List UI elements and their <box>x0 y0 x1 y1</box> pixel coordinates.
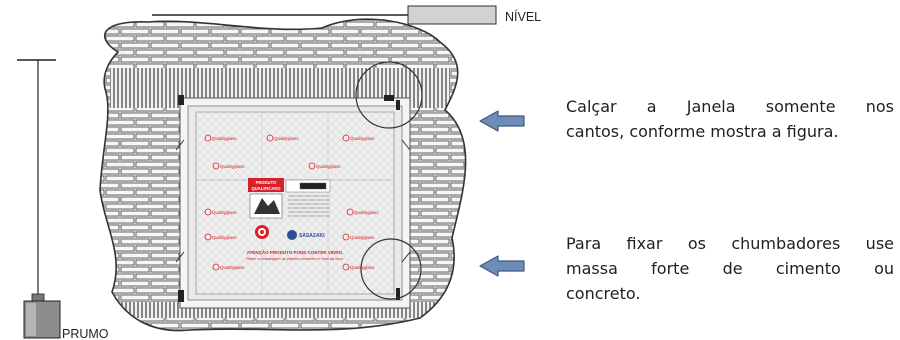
glass-warning-line1: ATENÇÃO PRODUTO PODE CONTER VIDRO. <box>247 249 344 255</box>
level-indicator: NÍVEL <box>152 5 541 25</box>
svg-text:PRODUTO: PRODUTO <box>256 180 278 185</box>
note-shim-line-1: Calçar a Janela somente nos <box>566 97 894 116</box>
anchor-strokes <box>175 139 411 263</box>
quality-seal <box>255 225 269 239</box>
svg-text:Qualityglass: Qualityglass <box>274 136 299 141</box>
svg-text:Qualityglass: Qualityglass <box>220 164 245 169</box>
plumb-weight-cap <box>31 293 45 302</box>
bottom-corner-callout <box>360 238 422 300</box>
svg-text:Qualityglass: Qualityglass <box>212 210 237 215</box>
brand-logo: SASAZAKI <box>287 230 325 240</box>
note-anchor-line-2: massa forte de cimento ou <box>566 259 894 278</box>
svg-text:Qualityglass: Qualityglass <box>212 235 237 240</box>
arrow-left-icon-bottom <box>479 255 525 277</box>
level-bar <box>407 5 497 25</box>
svg-text:Qualityglass: Qualityglass <box>354 210 379 215</box>
spec-table <box>285 179 331 217</box>
top-corner-callout <box>355 61 423 129</box>
svg-text:Qualityglass: Qualityglass <box>220 265 245 270</box>
product-badge: PRODUTO QUALIFICADO <box>248 178 284 219</box>
note-anchor-mortar: Para fixar os chumbadores use massa fort… <box>566 231 894 306</box>
corner-shims <box>178 95 400 302</box>
svg-text:QUALIFICADO: QUALIFICADO <box>251 186 281 191</box>
svg-text:Qualityglass: Qualityglass <box>350 136 375 141</box>
svg-text:Qualityglass: Qualityglass <box>212 136 237 141</box>
plumb-indicator: PRUMO <box>17 59 109 340</box>
window: Qualityglass Qualityglass Qualityglass Q… <box>175 95 411 309</box>
plumb-label: PRUMO <box>62 327 109 340</box>
svg-text:SASAZAKI: SASAZAKI <box>299 233 325 239</box>
note-anchor-line-3: concreto. <box>566 284 641 303</box>
level-label: NÍVEL <box>505 9 541 24</box>
glass-warning-line2: Retire a embalagem de plástico somente n… <box>246 257 343 261</box>
note-anchor-line-1: Para fixar os chumbadores use <box>566 234 894 253</box>
svg-text:Qualityglass: Qualityglass <box>350 265 375 270</box>
glass-watermarks <box>204 134 354 271</box>
arrow-left-icon-top <box>479 110 525 132</box>
note-shim-corners: Calçar a Janela somente nos cantos, conf… <box>566 94 894 144</box>
note-shim-line-2: cantos, conforme mostra a figura. <box>566 122 839 141</box>
svg-text:Qualityglass: Qualityglass <box>316 164 341 169</box>
wall-outline <box>99 18 467 332</box>
svg-text:Qualityglass: Qualityglass <box>350 235 375 240</box>
